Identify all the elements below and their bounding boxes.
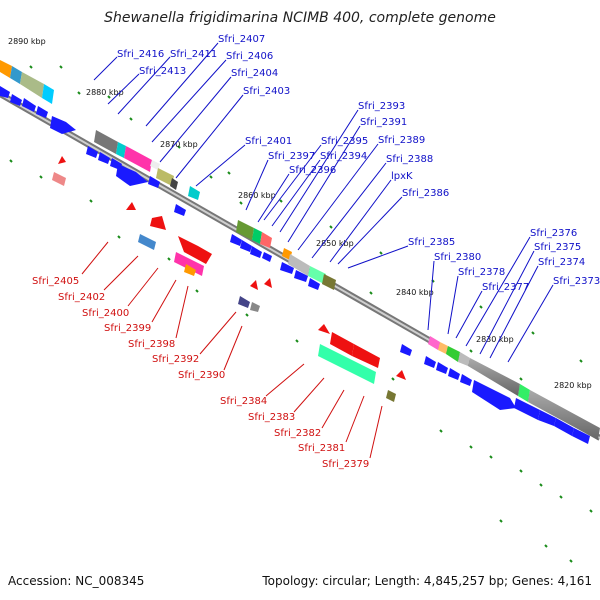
gene-label: Sfri_2416 bbox=[117, 49, 164, 60]
kbp-label: 2840 kbp bbox=[396, 288, 434, 297]
gene-label: Sfri_2411 bbox=[170, 49, 217, 60]
gene-label: Sfri_2374 bbox=[538, 257, 585, 268]
gene-label: Sfri_2382 bbox=[274, 428, 321, 439]
accession-text: Accession: NC_008345 bbox=[8, 574, 144, 588]
gene-label: Sfri_2394 bbox=[320, 151, 367, 162]
gene-label: Sfri_2389 bbox=[378, 135, 425, 146]
gc-ticks bbox=[9, 65, 593, 563]
gene-label: Sfri_2379 bbox=[322, 459, 369, 470]
gene-label: Sfri_2407 bbox=[218, 34, 265, 45]
gene-label: Sfri_2393 bbox=[358, 101, 405, 112]
gene-label: Sfri_2386 bbox=[402, 188, 449, 199]
gene-label: Sfri_2404 bbox=[231, 68, 278, 79]
forward-strand-features bbox=[0, 60, 600, 444]
upper-gene-labels bbox=[93, 42, 554, 363]
kbp-label: 2890 kbp bbox=[8, 37, 46, 46]
gene-label: Sfri_2390 bbox=[178, 370, 225, 381]
gene-label: Sfri_2401 bbox=[245, 136, 292, 147]
gene-label: Sfri_2402 bbox=[58, 292, 105, 303]
kbp-label: 2860 kbp bbox=[238, 191, 276, 200]
gene-label: lpxK bbox=[391, 171, 413, 182]
gene-label: Sfri_2395 bbox=[321, 136, 368, 147]
gene-label: Sfri_2373 bbox=[553, 276, 600, 287]
map-title: Shewanella frigidimarina NCIMB 400, comp… bbox=[104, 10, 496, 26]
kbp-label: 2880 kbp bbox=[86, 88, 124, 97]
gene-label: Sfri_2378 bbox=[458, 267, 505, 278]
gene-label: Sfri_2381 bbox=[298, 443, 345, 454]
kbp-label: 2820 kbp bbox=[554, 381, 592, 390]
gene-label: Sfri_2396 bbox=[289, 165, 336, 176]
kbp-label: 2870 kbp bbox=[160, 140, 198, 149]
gene-label: Sfri_2413 bbox=[139, 66, 186, 77]
kbp-label: 2850 kbp bbox=[316, 239, 354, 248]
gene-label: Sfri_2380 bbox=[434, 252, 481, 263]
gene-label: Sfri_2377 bbox=[482, 282, 529, 293]
gene-label: Sfri_2398 bbox=[128, 339, 175, 350]
gene-label: Sfri_2383 bbox=[248, 412, 295, 423]
gene-label: Sfri_2400 bbox=[82, 308, 129, 319]
gene-label: Sfri_2391 bbox=[360, 117, 407, 128]
kbp-label: 2830 kbp bbox=[476, 335, 514, 344]
gene-label: Sfri_2397 bbox=[268, 151, 315, 162]
kbp-scale: 2890 kbp 2880 kbp 2870 kbp 2860 kbp 2850… bbox=[8, 37, 592, 390]
gene-label: Sfri_2385 bbox=[408, 237, 455, 248]
gene-label: Sfri_2406 bbox=[226, 51, 273, 62]
gene-label: Sfri_2403 bbox=[243, 86, 290, 97]
gene-label: Sfri_2399 bbox=[104, 323, 151, 334]
gene-label: Sfri_2392 bbox=[152, 354, 199, 365]
reverse-strand-features bbox=[52, 156, 406, 402]
gene-label: Sfri_2405 bbox=[32, 276, 79, 287]
gene-label: Sfri_2384 bbox=[220, 396, 267, 407]
genome-summary-text: Topology: circular; Length: 4,845,257 bp… bbox=[261, 574, 592, 588]
gene-label: Sfri_2376 bbox=[530, 228, 577, 239]
lower-gene-labels bbox=[81, 241, 383, 459]
gene-label: Sfri_2375 bbox=[534, 242, 581, 253]
gene-label: Sfri_2388 bbox=[386, 154, 433, 165]
